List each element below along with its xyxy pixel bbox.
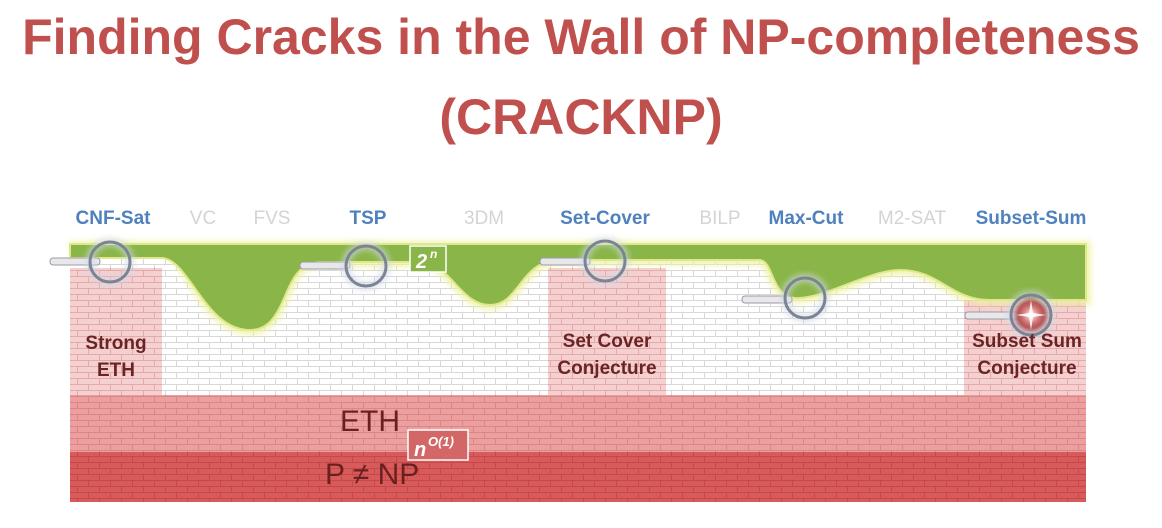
magnifier-icon-tsp	[299, 241, 391, 291]
formula-2n-power: n	[430, 247, 437, 261]
problem-label-tsp: TSP	[349, 208, 387, 229]
label-set-cover-conjecture: Set Cover Conjecture	[540, 328, 674, 382]
magnifier-icon-subset-sum	[964, 290, 1056, 340]
label-set-cover-line-1: Set Cover	[562, 331, 652, 352]
slide-title-line-2: (CRACKNP)	[439, 89, 723, 145]
label-strong-eth-line-1: Strong	[85, 333, 147, 354]
magnifier-icon-max-cut	[741, 273, 830, 323]
label-strong-eth-line-2: ETH	[97, 360, 135, 381]
problem-label-set-cover: Set-Cover	[560, 208, 650, 229]
wall-column-strong-eth	[70, 268, 162, 395]
problem-label-max-cut: Max-Cut	[768, 208, 844, 229]
formula-box-2n	[409, 245, 447, 273]
label-strong-eth: Strong ETH	[70, 330, 162, 384]
sparkle-icon	[1016, 300, 1046, 330]
slide-title-line-1: Finding Cracks in the Wall of NP-complet…	[22, 9, 1140, 65]
wall-band-eth	[70, 395, 1086, 452]
label-subset-sum-line-2: Conjecture	[977, 358, 1077, 379]
formula-2n-base: 2	[415, 251, 427, 273]
problem-label-3dm: 3DM	[463, 208, 505, 229]
problem-label-m2-sat: M2-SAT	[877, 208, 947, 229]
magnifier-icon-set-cover	[539, 236, 630, 286]
formula-poly-base: n	[414, 439, 426, 461]
problem-label-vc: VC	[189, 208, 217, 229]
problem-label-fvs: FVS	[253, 208, 291, 229]
exponential-surface	[69, 243, 1087, 332]
problem-label-bilp: BILP	[699, 208, 741, 229]
label-subset-sum-conjecture: Subset Sum Conjecture	[960, 328, 1094, 382]
formula-box-poly	[407, 429, 469, 461]
label-subset-sum-line-1: Subset Sum	[972, 331, 1082, 352]
wall-column-set-cover	[548, 268, 666, 395]
problem-label-subset-sum: Subset-Sum	[975, 208, 1087, 229]
magnifier-icon-cnf-sat	[49, 237, 135, 287]
label-eth: ETH	[340, 405, 400, 438]
label-p-neq-np: P ≠ NP	[325, 458, 420, 491]
formula-poly-power: O(1)	[428, 434, 454, 449]
label-set-cover-line-2: Conjecture	[557, 358, 657, 379]
problem-label-cnf-sat: CNF-Sat	[75, 208, 151, 229]
wall-band-p-neq-np	[70, 452, 1086, 502]
